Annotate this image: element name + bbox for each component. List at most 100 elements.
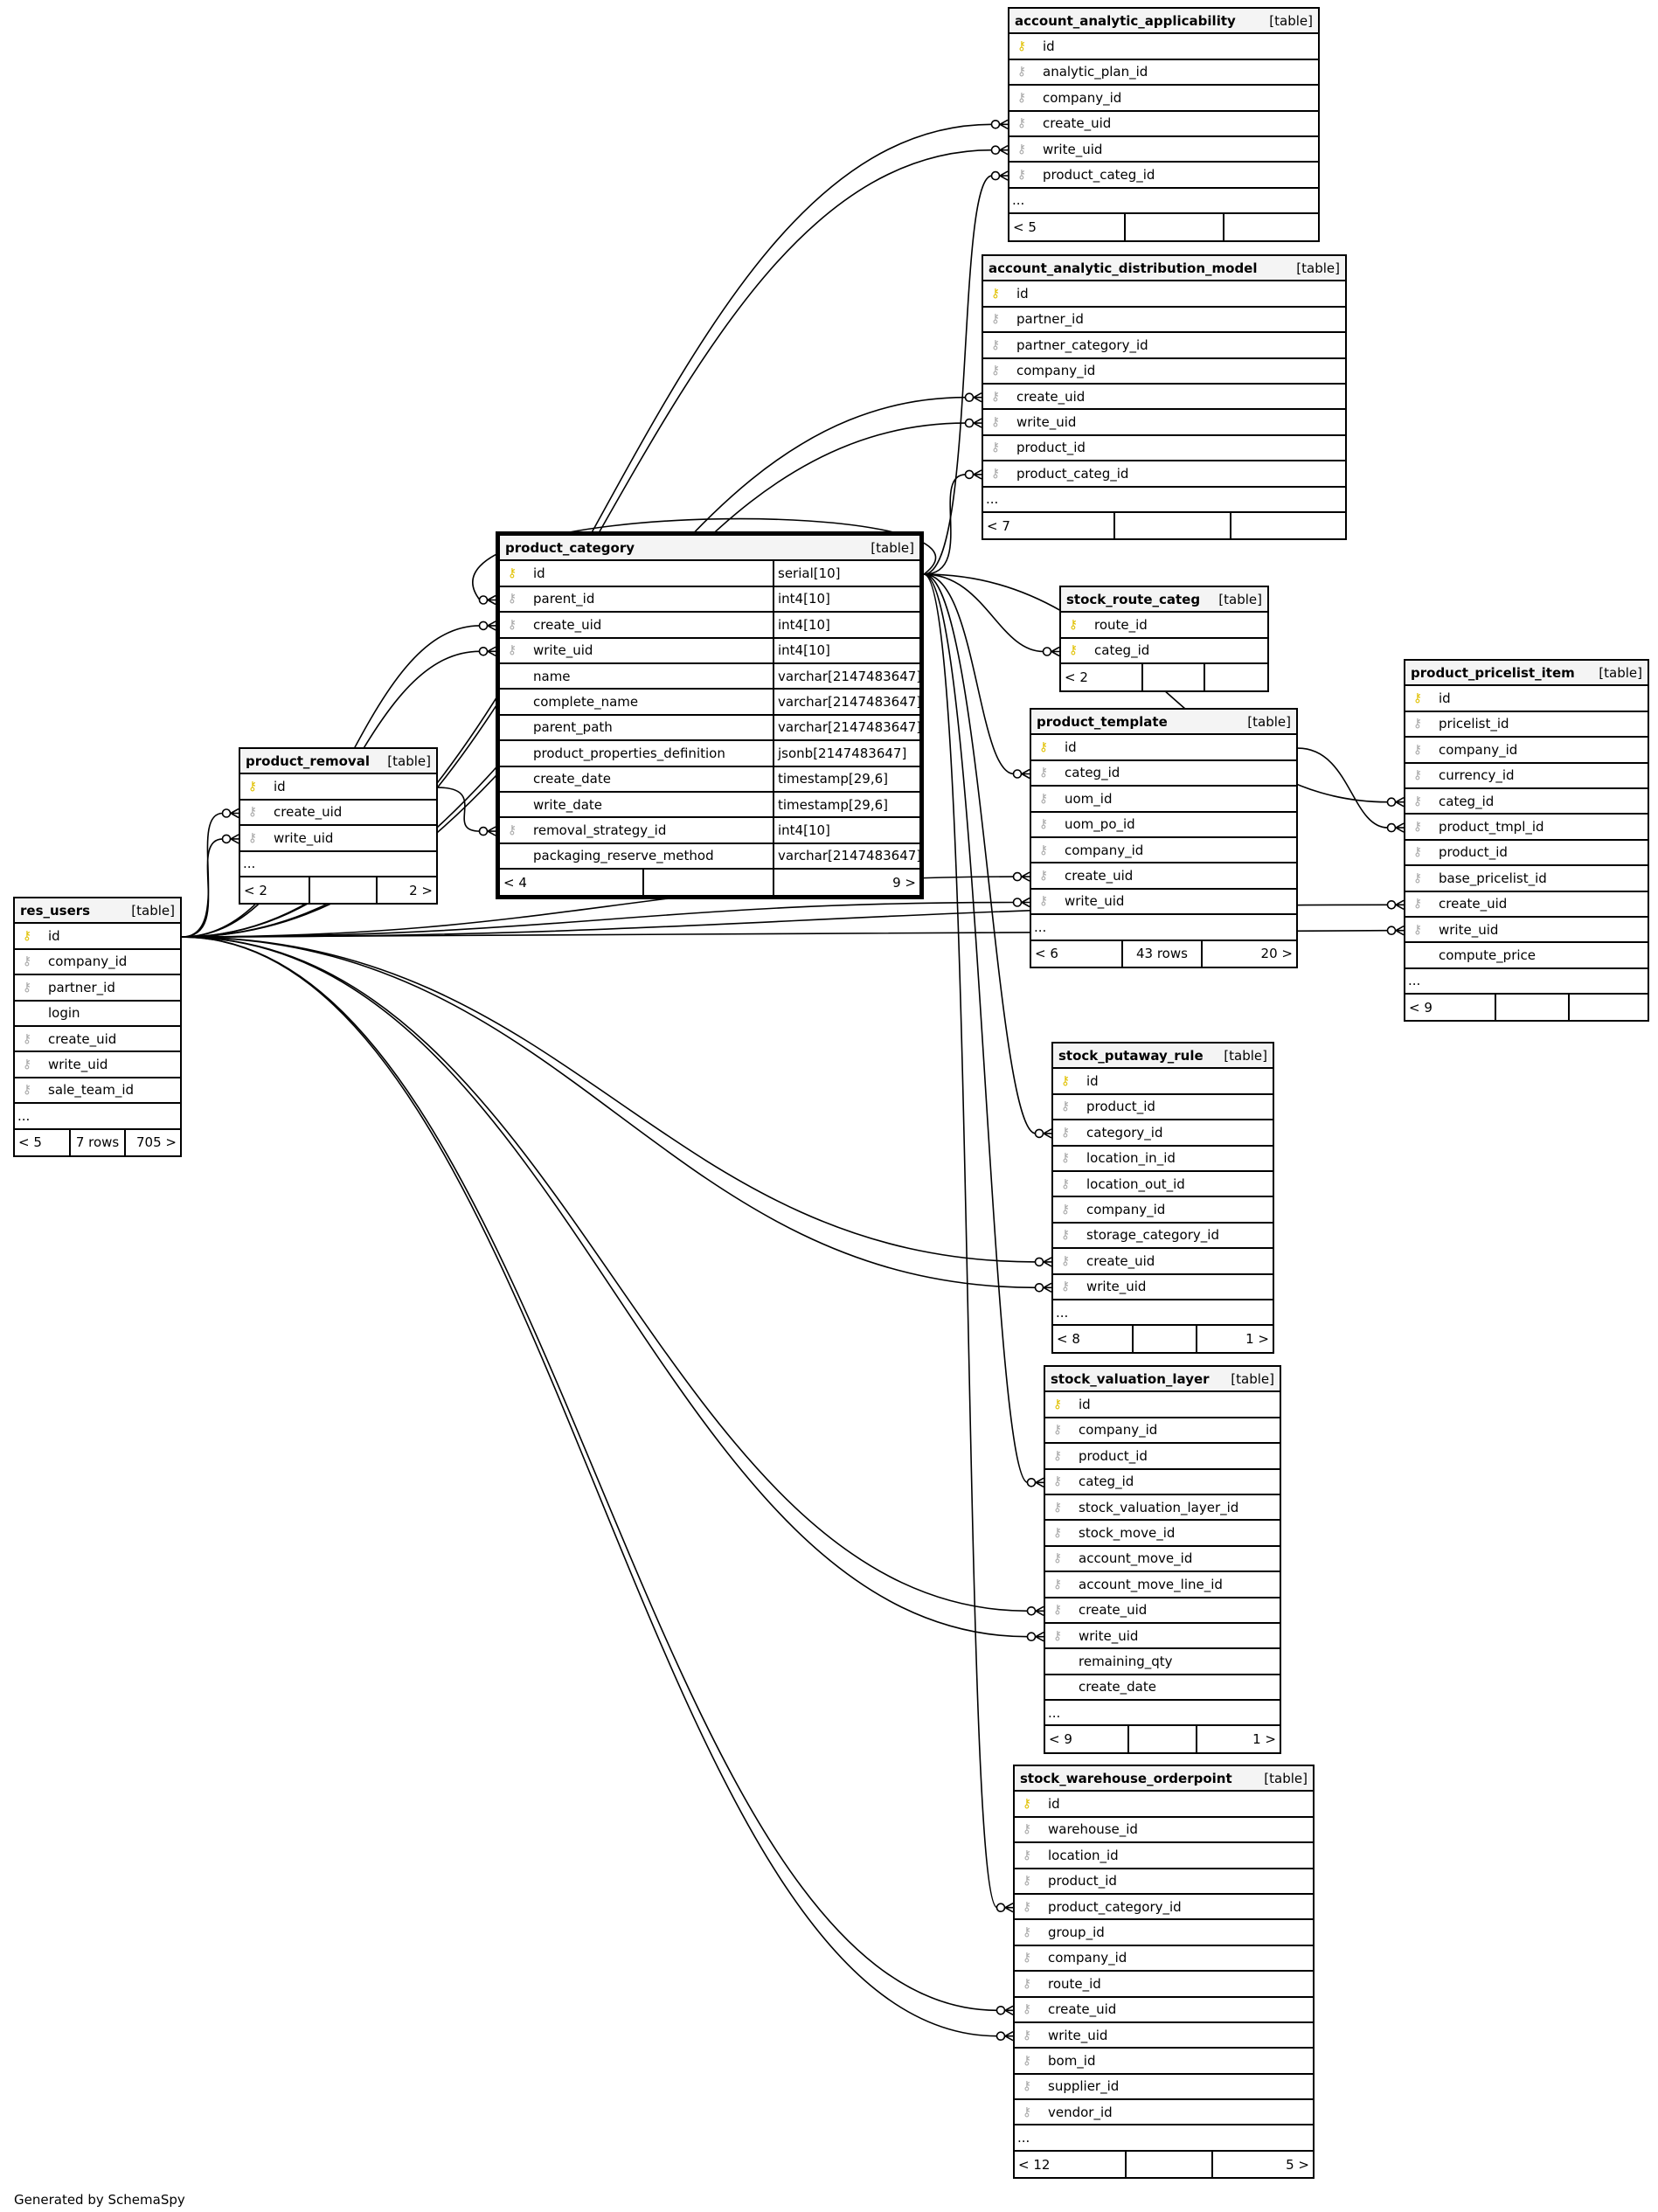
table-account-analytic-applicability[interactable]: account_analytic_applicability[table]⚷id… <box>1008 7 1320 242</box>
column-row[interactable]: ⚷write_uid <box>1405 918 1648 944</box>
column-row[interactable]: ⚷product_id <box>1405 841 1648 867</box>
column-row[interactable]: ⚷pricelist_id <box>1405 712 1648 738</box>
table-res-users[interactable]: res_users[table]⚷id⚷company_id⚷partner_i… <box>13 897 182 1157</box>
table-product-pricelist-item[interactable]: product_pricelist_item[table]⚷id⚷priceli… <box>1404 659 1649 1023</box>
row-count[interactable]: 7 rows <box>69 1129 123 1155</box>
table-product-template[interactable]: product_template[table]⚷id⚷categ_id⚷uom_… <box>1030 708 1298 968</box>
column-row[interactable]: ⚷id <box>240 774 436 801</box>
column-row[interactable]: ⚷product_id <box>1015 1869 1313 1895</box>
column-row[interactable]: ⚷company_id <box>1053 1197 1273 1224</box>
more-columns-row[interactable]: ... <box>1009 189 1318 215</box>
column-row[interactable]: ⚷supplier_id <box>1015 2075 1313 2101</box>
column-row[interactable]: ⚷create_uid <box>983 385 1345 411</box>
column-row[interactable]: ⚷company_id <box>1031 838 1296 864</box>
table-stock-route-categ[interactable]: stock_route_categ[table]⚷route_id⚷categ_… <box>1059 586 1269 692</box>
column-row[interactable]: ⚷company_id <box>1045 1418 1280 1445</box>
table-stock-warehouse-orderpoint[interactable]: stock_warehouse_orderpoint[table]⚷id⚷war… <box>1013 1765 1315 2180</box>
column-row[interactable]: ⚷create_uid <box>1031 863 1296 890</box>
column-row[interactable]: ⚷product_tmpl_id <box>1405 815 1648 841</box>
parents-count[interactable]: < 9 <box>1049 1731 1072 1748</box>
row-count[interactable] <box>1113 512 1229 539</box>
column-row[interactable]: ⚷id <box>1015 1792 1313 1818</box>
column-row[interactable]: ⚷create_uid <box>15 1027 180 1053</box>
column-row[interactable]: ⚷id <box>983 281 1345 308</box>
column-row[interactable]: ⚷write_uid <box>1015 2023 1313 2049</box>
table-stock-putaway-rule[interactable]: stock_putaway_rule[table]⚷id⚷product_id⚷… <box>1051 1042 1274 1354</box>
column-row[interactable]: ⚷categ_id <box>1061 639 1267 665</box>
column-row[interactable]: ⚷vendor_id <box>1015 2100 1313 2126</box>
table-name[interactable]: account_analytic_applicability <box>1015 12 1236 29</box>
row-count[interactable] <box>1125 2151 1211 2178</box>
children-count[interactable]: 1 > <box>1196 1326 1273 1352</box>
parents-count[interactable]: < 5 <box>1013 218 1037 235</box>
column-row[interactable]: ⚷product_id <box>1053 1095 1273 1121</box>
table-account-analytic-distribution-model[interactable]: account_analytic_distribution_model[tabl… <box>982 254 1347 541</box>
column-row[interactable]: ⚷uom_id <box>1031 787 1296 813</box>
children-count[interactable]: 9 > <box>772 870 919 896</box>
column-row[interactable]: ⚷create_uid <box>1009 112 1318 137</box>
column-row[interactable]: ⚷base_pricelist_id <box>1405 866 1648 892</box>
parents-count[interactable]: < 2 <box>244 882 267 898</box>
column-row[interactable]: ⚷product_id <box>1045 1444 1280 1470</box>
parents-count[interactable]: < 8 <box>1057 1330 1080 1347</box>
column-row[interactable]: ⚷company_id <box>1015 1946 1313 1973</box>
column-row[interactable]: ⚷write_uid <box>1045 1624 1280 1650</box>
column-row[interactable]: ⚷group_id <box>1015 1920 1313 1946</box>
column-row[interactable]: ⚷storage_category_id <box>1053 1224 1273 1250</box>
parents-count[interactable]: < 2 <box>1065 669 1088 685</box>
column-row[interactable]: ⚷stock_move_id <box>1045 1521 1280 1547</box>
column-row[interactable]: ⚷route_id <box>1061 613 1267 639</box>
column-row[interactable]: ⚷company_id <box>1405 738 1648 764</box>
more-columns-row[interactable]: ... <box>240 852 436 877</box>
table-name[interactable]: stock_valuation_layer <box>1051 1370 1210 1387</box>
column-row[interactable]: ⚷company_id <box>15 950 180 976</box>
children-count[interactable]: 20 > <box>1200 940 1296 967</box>
table-stock-valuation-layer[interactable]: stock_valuation_layer[table]⚷id⚷company_… <box>1044 1365 1281 1754</box>
children-count[interactable]: 2 > <box>375 877 436 904</box>
column-row[interactable]: ⚷categ_id <box>1031 761 1296 787</box>
more-columns-row[interactable]: ... <box>1031 915 1296 941</box>
column-row[interactable]: create_date <box>1045 1675 1280 1702</box>
column-row[interactable]: ⚷product_categ_id <box>983 461 1345 488</box>
row-count[interactable] <box>1123 214 1223 240</box>
column-row[interactable]: ⚷categ_id <box>1045 1470 1280 1495</box>
row-count[interactable] <box>642 870 773 896</box>
column-row[interactable]: ⚷create_uid <box>240 801 436 827</box>
parents-count[interactable]: < 5 <box>18 1134 42 1151</box>
children-count[interactable] <box>1229 512 1345 539</box>
row-count[interactable] <box>309 877 375 904</box>
children-count[interactable] <box>1222 214 1318 240</box>
column-row[interactable]: ⚷partner_category_id <box>983 333 1345 359</box>
column-row[interactable]: ⚷company_id <box>983 359 1345 385</box>
parents-count[interactable]: < 7 <box>987 517 1010 534</box>
parents-count[interactable]: < 6 <box>1035 946 1058 962</box>
more-columns-row[interactable]: ... <box>983 488 1345 513</box>
table-name[interactable]: stock_route_categ <box>1066 591 1201 607</box>
column-row[interactable]: ⚷write_uid <box>15 1052 180 1078</box>
column-row[interactable]: ⚷location_in_id <box>1053 1147 1273 1172</box>
row-count[interactable] <box>1127 1726 1196 1752</box>
more-columns-row[interactable]: ... <box>1405 969 1648 995</box>
row-count[interactable]: 43 rows <box>1121 940 1201 967</box>
column-row[interactable]: ⚷account_move_id <box>1045 1547 1280 1573</box>
column-row[interactable]: ⚷product_category_id <box>1015 1895 1313 1921</box>
column-row[interactable]: ⚷id <box>1031 735 1296 761</box>
table-name[interactable]: product_pricelist_item <box>1411 664 1575 681</box>
column-row[interactable]: ⚷id <box>1053 1069 1273 1095</box>
column-row[interactable]: ⚷write_uid <box>1053 1275 1273 1300</box>
column-row[interactable]: ⚷company_id <box>1009 86 1318 112</box>
column-row[interactable]: ⚷uom_po_id <box>1031 813 1296 838</box>
more-columns-row[interactable]: ... <box>15 1104 180 1130</box>
row-count[interactable] <box>1141 664 1204 690</box>
table-name[interactable]: res_users <box>20 902 91 919</box>
table-name[interactable]: stock_putaway_rule <box>1058 1047 1204 1064</box>
more-columns-row[interactable]: ... <box>1053 1300 1273 1327</box>
column-row[interactable]: compute_price <box>1405 943 1648 969</box>
column-row[interactable]: ⚷stock_valuation_layer_id <box>1045 1495 1280 1522</box>
